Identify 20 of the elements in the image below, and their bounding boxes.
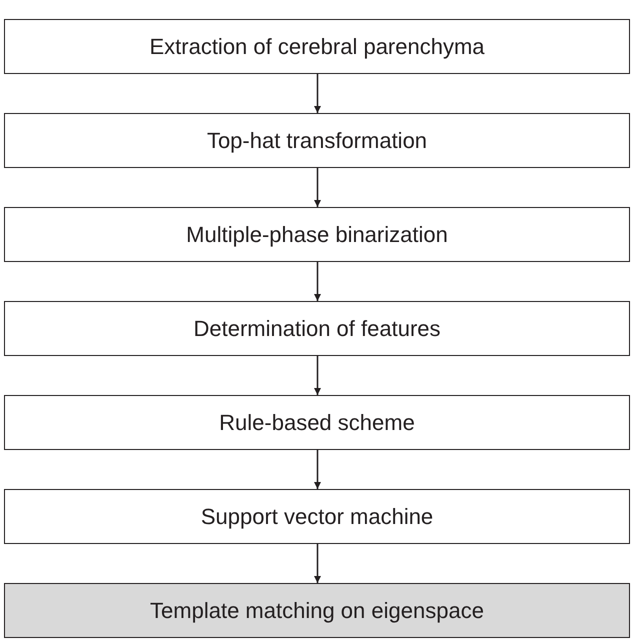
process-box	[4, 489, 630, 544]
step-label: Top-hat transformation	[206, 128, 428, 154]
step-label: Rule-based scheme	[219, 410, 415, 436]
process-box	[4, 113, 630, 168]
step-label: Support vector machine	[200, 504, 434, 530]
process-box	[4, 301, 630, 356]
arrow	[314, 168, 321, 207]
step-label: Determination of features	[193, 316, 441, 342]
process-box	[4, 19, 630, 74]
step-label: Extraction of cerebral parenchyma	[149, 34, 485, 60]
arrow	[314, 450, 321, 489]
arrow	[314, 74, 321, 113]
arrow	[314, 544, 321, 583]
arrow	[314, 356, 321, 395]
step-label: Template matching on eigenspace	[150, 598, 484, 624]
process-box	[4, 395, 630, 450]
arrow	[314, 262, 321, 301]
step-label: Multiple-phase binarization	[186, 222, 448, 248]
process-box	[4, 207, 630, 262]
process-box	[4, 583, 630, 638]
